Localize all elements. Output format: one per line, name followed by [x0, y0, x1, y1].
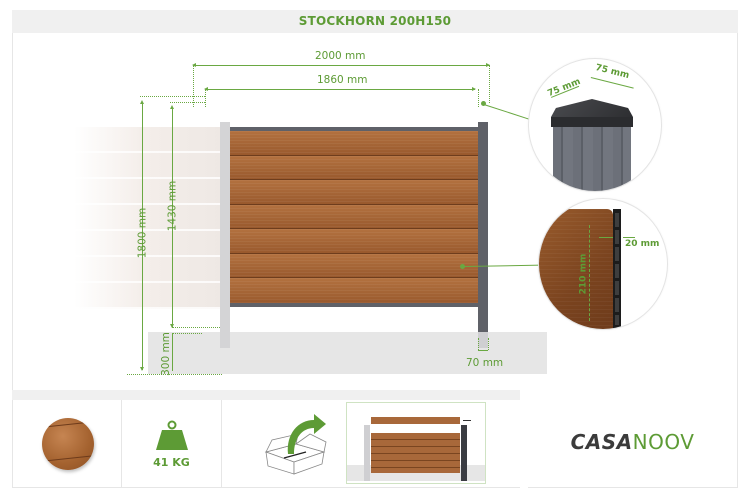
callout-dot [481, 101, 486, 106]
right-post [478, 122, 488, 332]
extension-line [205, 89, 206, 107]
extension-line [170, 102, 205, 103]
arrow-icon [192, 63, 196, 67]
extension-line [193, 65, 194, 107]
extension-line [140, 96, 205, 97]
arrow-icon [170, 105, 174, 109]
dim-line [172, 333, 173, 371]
fence-board [230, 278, 478, 303]
arrow-icon [140, 367, 144, 371]
fence-panel [230, 131, 478, 303]
extension-line [172, 333, 202, 334]
page-frame [12, 10, 738, 488]
finish-cell [12, 400, 122, 488]
fence-board [230, 229, 478, 254]
cap-depth-label: 75 mm [546, 76, 583, 100]
ghost-fence-section [74, 127, 224, 309]
dim-panel-width: 1860 mm [317, 74, 368, 86]
product-title: STOCKHORN 200H150 [298, 14, 452, 28]
weight-cell: 41 KG [122, 400, 222, 488]
board-thickness-label: 20 mm [625, 239, 660, 249]
packaging-cell [222, 400, 344, 488]
dim-underground: 300 mm [159, 332, 172, 376]
wood-swatch-icon [42, 418, 94, 470]
fence-board [230, 131, 478, 156]
bottom-rail [230, 303, 478, 307]
dim-overall-height: 1800 mm [136, 207, 149, 259]
dim-line [142, 102, 143, 370]
callout-leader [483, 104, 530, 120]
fence-board [230, 180, 478, 205]
dim-line [193, 65, 489, 66]
title-bar: STOCKHORN 200H150 [12, 10, 738, 33]
callout-dot [460, 264, 465, 269]
dim-post-width: 70 mm [466, 357, 504, 369]
weight-value: 41 KG [153, 456, 190, 469]
dim-line [589, 225, 590, 321]
dim-panel-height: 1430 mm [166, 180, 179, 232]
board-height-label: 210 mm [578, 253, 589, 295]
extension-line [478, 89, 479, 107]
extension-line [172, 327, 220, 328]
arrow-icon [204, 87, 208, 91]
installation-cell [346, 400, 486, 488]
dim-line [623, 237, 635, 238]
dim-line [478, 350, 488, 351]
board-section [539, 209, 613, 329]
dim-line [599, 237, 613, 238]
box-with-arrow-icon [264, 414, 327, 475]
arrow-icon [170, 324, 174, 328]
dim-line [172, 107, 173, 327]
post-body [553, 127, 631, 191]
arrow-icon [140, 100, 144, 104]
brand-logo: CASANOOV [570, 430, 695, 454]
brand-panel: CASANOOV [528, 400, 738, 488]
extension-line [478, 338, 479, 350]
extension-line [127, 374, 222, 375]
dim-line [205, 89, 475, 90]
extension-line [489, 65, 490, 103]
arrow-icon [486, 63, 490, 67]
arrow-icon [472, 87, 476, 91]
weight-icon [156, 420, 188, 450]
dim-overall-width: 2000 mm [315, 50, 366, 62]
right-post-underground [478, 332, 488, 348]
left-post [220, 122, 230, 348]
callout-leader [463, 264, 542, 267]
installation-diagram [346, 402, 486, 484]
top-rail [230, 127, 478, 131]
product-features-bar: 41 KG [12, 400, 520, 488]
post-cap-detail: 75 mm 75 mm [528, 58, 662, 192]
fence-board [230, 155, 478, 181]
fence-board [230, 204, 478, 230]
fence-board [230, 253, 478, 279]
board-profile-detail: 210 mm 20 mm [538, 198, 668, 330]
post-cap [551, 99, 633, 127]
fence-diagram: 2000 mm 1860 mm 1800 mm 1430 mm 300 mm 7… [74, 50, 668, 376]
extension-line [488, 338, 489, 350]
